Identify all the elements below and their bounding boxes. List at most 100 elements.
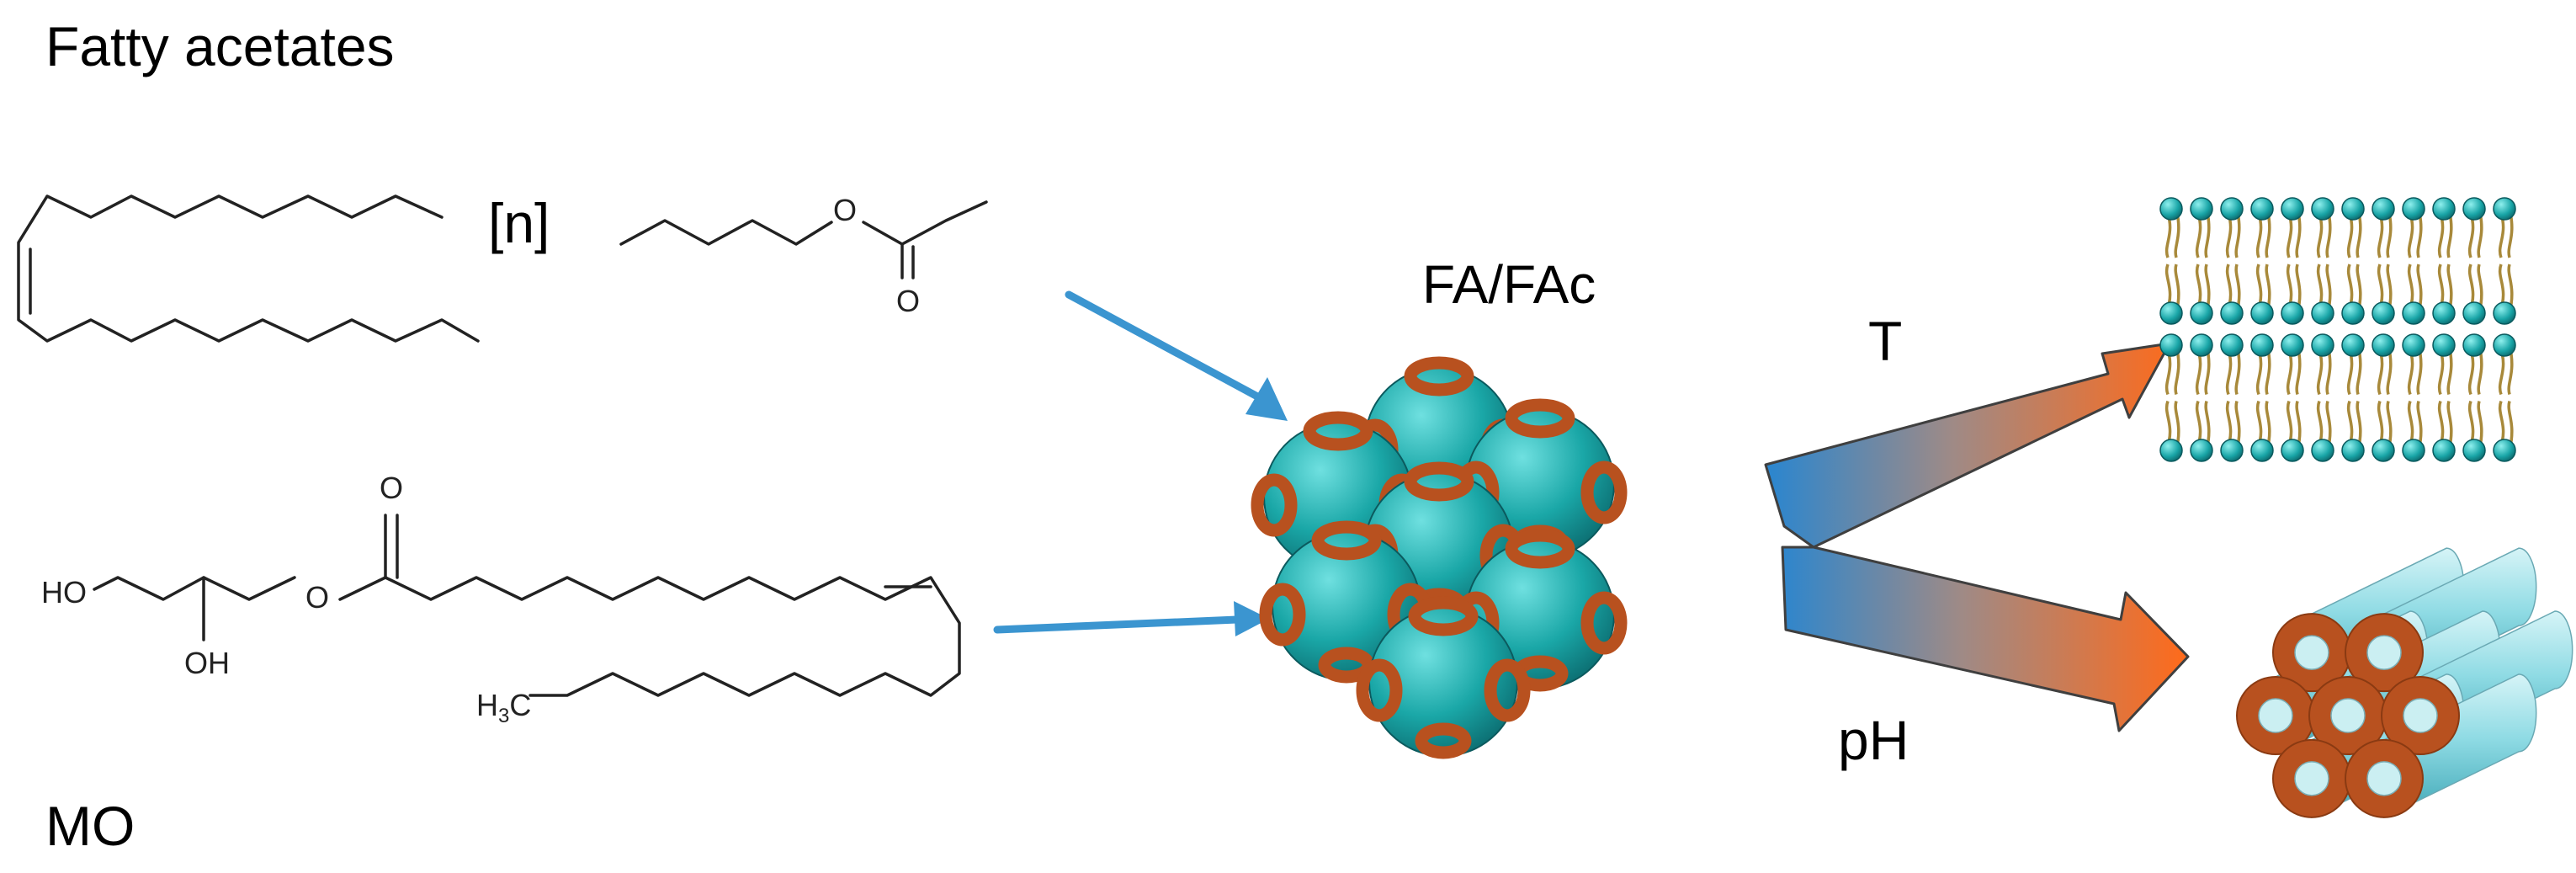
cylinder-hole: [2366, 635, 2402, 670]
lipid-head: [2432, 333, 2456, 357]
lipid-head: [2220, 301, 2244, 325]
lipid-head: [2159, 197, 2183, 221]
lipid-head: [2372, 333, 2395, 357]
cylinder-hole: [2294, 761, 2329, 796]
lipid-tail: [2195, 344, 2211, 451]
lipid-tail: [2255, 344, 2271, 451]
methyl-group: H3C: [476, 688, 531, 727]
cubic-ring: [1484, 658, 1531, 722]
lipid-head: [2341, 197, 2365, 221]
lipid-head: [2432, 301, 2456, 325]
lipid-head: [2493, 197, 2516, 221]
lipid-tail: [2225, 208, 2241, 314]
cylinder-hole: [2366, 761, 2402, 796]
cubic-ring: [1408, 596, 1479, 636]
lipid-tail: [2467, 208, 2483, 314]
lipid-tail: [2164, 344, 2180, 451]
cubic-ring: [1404, 356, 1474, 397]
lipid-tail: [2195, 208, 2211, 314]
lipid-head: [2190, 333, 2213, 357]
lipid-head: [2250, 301, 2274, 325]
lipid-head: [2462, 333, 2486, 357]
lipid-head: [2493, 439, 2516, 462]
monoolein-molecule: HO OH O O H3C: [41, 471, 961, 727]
cubic-ring: [1251, 473, 1298, 537]
lipid-tail: [2437, 208, 2453, 314]
ph-label: pH: [1838, 709, 1909, 771]
transition-arrows: [1764, 342, 2190, 732]
arrowhead-fatty-acetates: [1246, 377, 1288, 421]
lipid-tail: [2377, 208, 2393, 314]
lipid-tail: [2346, 344, 2362, 451]
lipid-head: [2250, 333, 2274, 357]
lipid-head: [2190, 301, 2213, 325]
lamellar-phase-icon: [2159, 197, 2516, 462]
lipid-tail: [2407, 344, 2423, 451]
arrow-fatty-acetates: [1065, 290, 1263, 402]
lipid-head: [2341, 333, 2365, 357]
acetate-ester-oxygen: O: [833, 193, 857, 227]
lipid-tail: [2346, 208, 2362, 314]
cubic-ring: [1580, 460, 1628, 524]
lipid-head: [2462, 301, 2486, 325]
lipid-head: [2341, 439, 2365, 462]
input-arrows: [993, 290, 1288, 636]
arrowhead-mo: [1234, 601, 1269, 636]
cubic-sphere: [1356, 596, 1531, 759]
lipid-head: [2281, 439, 2304, 462]
cubic-ring: [1303, 411, 1373, 451]
lipid-head: [2493, 301, 2516, 325]
hydroxyl-top: HO: [41, 575, 87, 610]
lipid-head: [2372, 197, 2395, 221]
repeat-unit-label: [n]: [488, 192, 550, 254]
lipid-head: [2250, 197, 2274, 221]
lipid-head: [2402, 333, 2425, 357]
lipid-tail: [2498, 208, 2514, 314]
lipid-head: [2250, 439, 2274, 462]
lipid-head: [2159, 333, 2183, 357]
ester-oxygen: O: [305, 580, 329, 615]
lipid-head: [2159, 439, 2183, 462]
lipid-head: [2281, 197, 2304, 221]
cubic-phase-icon: [1251, 356, 1628, 759]
cubic-ring: [1404, 461, 1474, 502]
lipid-head: [2311, 439, 2334, 462]
lipid-head: [2493, 333, 2516, 357]
fatty-acetates-label: Fatty acetates: [45, 15, 395, 77]
lipid-head: [2432, 439, 2456, 462]
lipid-head: [2341, 301, 2365, 325]
lipid-head: [2372, 301, 2395, 325]
lipid-head: [2220, 197, 2244, 221]
lipid-tail: [2316, 344, 2332, 451]
lipid-head: [2462, 197, 2486, 221]
lipid-head: [2372, 439, 2395, 462]
cubic-ring: [1259, 583, 1306, 647]
cylinder-hole: [2258, 698, 2293, 733]
lipid-head: [2190, 439, 2213, 462]
lipid-head: [2311, 333, 2334, 357]
cylinder-hole: [2294, 635, 2329, 670]
lipid-head: [2220, 439, 2244, 462]
lipid-tail: [2225, 344, 2241, 451]
arrow-mo: [993, 615, 1241, 634]
cubic-ring: [1505, 529, 1575, 569]
lipid-tail: [2255, 208, 2271, 314]
mo-label: MO: [45, 795, 135, 857]
temperature-label: T: [1868, 310, 1903, 372]
lipid-head: [2190, 197, 2213, 221]
lipid-tail: [2498, 344, 2514, 451]
lipid-head: [2220, 333, 2244, 357]
lipid-tail: [2437, 344, 2453, 451]
lipid-head: [2402, 197, 2425, 221]
lipid-tail: [2467, 344, 2483, 451]
lipid-tail: [2407, 208, 2423, 314]
lipid-tail: [2377, 344, 2393, 451]
carbonyl-oxygen: O: [380, 471, 403, 505]
hydroxyl-bottom: OH: [184, 646, 230, 680]
cubic-ring: [1415, 722, 1472, 759]
lipid-tail: [2164, 208, 2180, 314]
lipid-head: [2311, 301, 2334, 325]
hexagonal-phase-icon: [2236, 547, 2573, 819]
cubic-ring: [1580, 591, 1628, 655]
